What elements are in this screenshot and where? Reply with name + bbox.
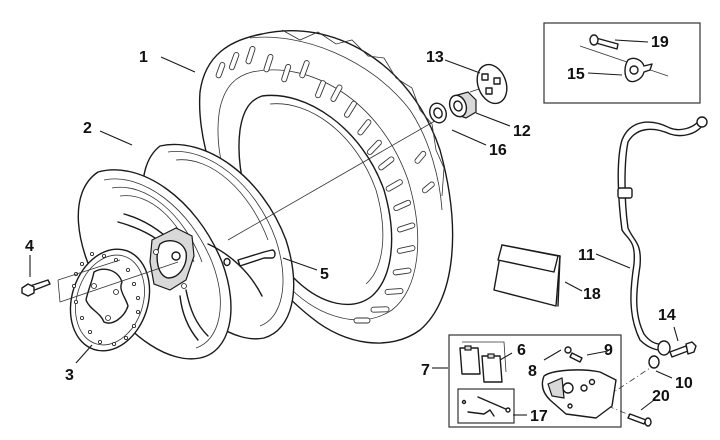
wheel-nut[interactable] bbox=[447, 91, 477, 119]
manual-leaflet[interactable] bbox=[493, 244, 561, 307]
callout-6[interactable]: 6 bbox=[517, 342, 526, 359]
callout-16[interactable]: 16 bbox=[489, 142, 507, 159]
washer[interactable] bbox=[648, 355, 660, 369]
clamp-kit-box bbox=[543, 22, 701, 104]
callout-17[interactable]: 17 bbox=[530, 408, 548, 425]
callout-8[interactable]: 8 bbox=[528, 363, 537, 380]
bleed-cap[interactable] bbox=[564, 346, 572, 354]
brake-caliper[interactable] bbox=[541, 369, 617, 419]
callout-2[interactable]: 2 bbox=[83, 120, 92, 137]
caliper-kit-box bbox=[448, 334, 622, 428]
callout-3[interactable]: 3 bbox=[65, 367, 74, 384]
callout-12[interactable]: 12 bbox=[513, 123, 531, 140]
tyre-valve[interactable] bbox=[223, 249, 276, 267]
callout-13[interactable]: 13 bbox=[426, 49, 444, 66]
leader-lines bbox=[29, 39, 679, 416]
clamp-screw[interactable] bbox=[589, 34, 619, 50]
callout-15[interactable]: 15 bbox=[567, 66, 585, 83]
callout-7[interactable]: 7 bbox=[421, 362, 430, 379]
callout-20[interactable]: 20 bbox=[652, 388, 670, 405]
callout-11[interactable]: 11 bbox=[578, 247, 595, 264]
callout-18[interactable]: 18 bbox=[583, 286, 601, 303]
callout-5[interactable]: 5 bbox=[320, 266, 329, 283]
pad-pin-kit[interactable] bbox=[461, 396, 511, 417]
bleed-valve[interactable] bbox=[569, 352, 583, 363]
callout-14[interactable]: 14 bbox=[658, 307, 676, 324]
wheel-washer[interactable] bbox=[427, 101, 449, 125]
callout-10[interactable]: 10 bbox=[675, 375, 693, 392]
callout-9[interactable]: 9 bbox=[604, 342, 613, 359]
pin-kit-box bbox=[457, 388, 515, 424]
hub-cap[interactable] bbox=[472, 60, 512, 107]
banjo-bolt[interactable] bbox=[669, 341, 697, 358]
brake-hose[interactable] bbox=[617, 116, 708, 356]
callout-1[interactable]: 1 bbox=[139, 49, 148, 66]
callout-4[interactable]: 4 bbox=[25, 238, 34, 255]
callout-labels: 1 2 3 4 5 6 7 8 9 10 11 12 13 14 15 16 1… bbox=[25, 34, 693, 425]
disc-screw[interactable] bbox=[21, 279, 51, 297]
hose-clamp[interactable] bbox=[624, 57, 653, 83]
caliper-bolt[interactable] bbox=[627, 413, 652, 427]
brake-pads[interactable] bbox=[459, 341, 507, 383]
callout-19[interactable]: 19 bbox=[651, 34, 669, 51]
